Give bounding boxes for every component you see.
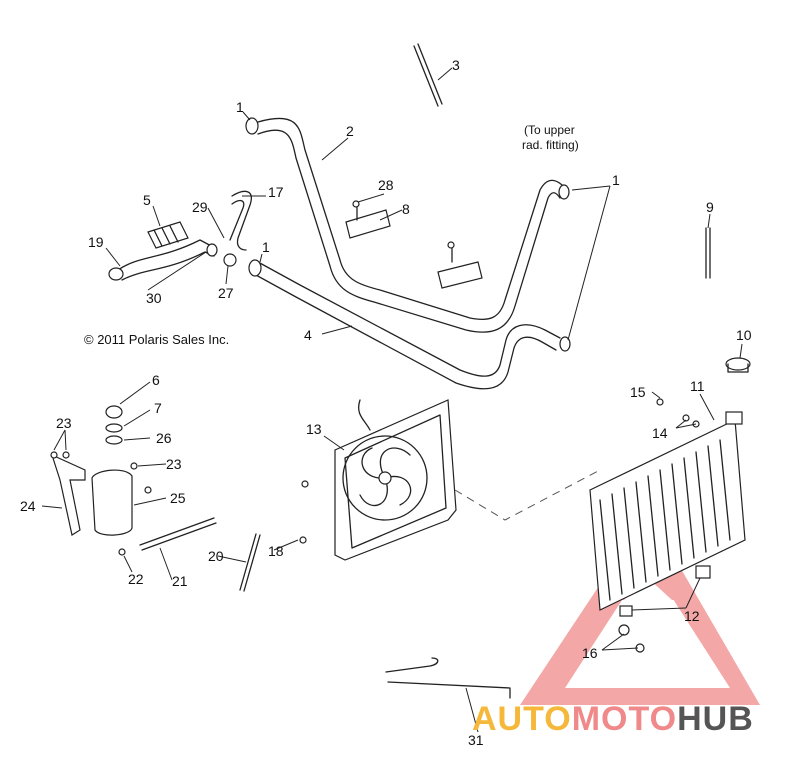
bolt-3 [413, 43, 443, 107]
callout-10: 10 [736, 327, 752, 343]
callout-15: 15 [630, 384, 646, 400]
callout-6: 6 [152, 372, 160, 388]
upper-hose [257, 117, 566, 333]
callout-8: 8 [402, 201, 410, 217]
note-line-2: rad. fitting) [522, 138, 579, 152]
callout-22: 22 [128, 571, 144, 587]
callout-16: 16 [582, 645, 598, 661]
bracket-24 [51, 453, 86, 536]
callout-27: 27 [218, 285, 234, 301]
callout-31: 31 [468, 732, 484, 748]
callout-24: 24 [20, 498, 36, 514]
watermark-text: AUTOMOTOHUB [472, 700, 754, 738]
note-line-1: (To upper [524, 123, 575, 137]
callout-7: 7 [154, 400, 162, 416]
hose-19 [108, 239, 237, 281]
callout-19: 19 [88, 234, 104, 250]
callout-26: 26 [156, 430, 172, 446]
callout-28: 28 [378, 177, 394, 193]
callout-9: 9 [706, 199, 714, 215]
callout-30: 30 [146, 290, 162, 306]
callout-20: 20 [208, 548, 224, 564]
coolant-reservoir [91, 405, 133, 536]
callout-18: 18 [268, 543, 284, 559]
lower-hose [253, 261, 561, 390]
copyright-text: © 2011 Polaris Sales Inc. [84, 332, 229, 347]
overflow-tube-21 [139, 517, 217, 551]
callout-1c: 1 [262, 239, 270, 255]
leader-lines [41, 67, 743, 733]
watermark-part-moto: MOTO [572, 700, 677, 738]
callout-25: 25 [170, 490, 186, 506]
callouts: 1 2 3 1 28 8 5 29 17 1 19 30 27 4 6 7 26… [20, 57, 752, 748]
callout-3: 3 [452, 57, 460, 73]
radiator [589, 357, 751, 611]
alignment-line [454, 469, 601, 521]
clamps-8 [345, 204, 483, 289]
callout-5: 5 [143, 192, 151, 208]
rod-9 [705, 227, 711, 279]
callout-23b: 23 [166, 456, 182, 472]
fasteners [50, 200, 711, 653]
watermark-part-auto: AUTO [472, 700, 572, 738]
callout-4: 4 [304, 327, 312, 343]
callout-17: 17 [268, 184, 284, 200]
callout-1b: 1 [612, 172, 620, 188]
fan-shroud [334, 399, 457, 561]
hose-sleeve [147, 221, 189, 249]
callout-2: 2 [346, 123, 354, 139]
callout-11: 11 [690, 378, 705, 394]
hose-17 [231, 190, 252, 251]
callout-23a: 23 [56, 415, 72, 431]
hose-clamps [245, 117, 571, 352]
callout-12: 12 [684, 608, 700, 624]
bolt-20 [239, 533, 261, 592]
watermark-part-hub: HUB [677, 700, 754, 738]
callout-1a: 1 [236, 99, 244, 115]
callout-29: 29 [192, 199, 208, 215]
callout-14: 14 [652, 425, 668, 441]
support-wire-31 [385, 657, 511, 699]
callout-13: 13 [306, 421, 322, 437]
callout-21: 21 [172, 573, 188, 589]
